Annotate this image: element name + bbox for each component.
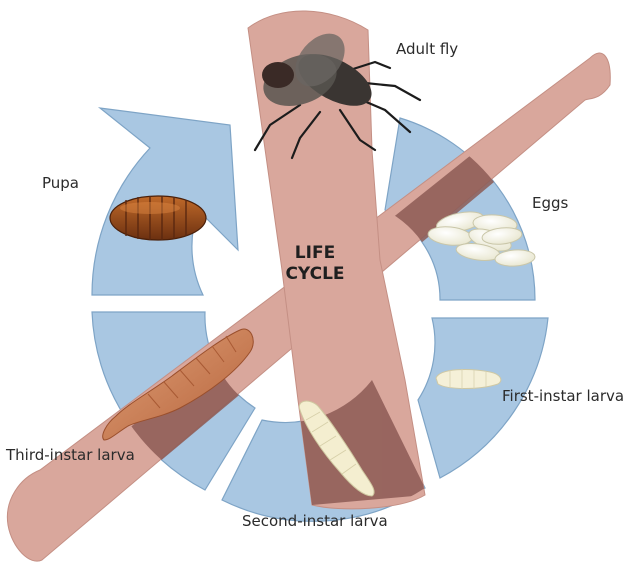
label-first-instar-larva: First-instar larva bbox=[502, 389, 624, 404]
label-adult-fly: Adult fly bbox=[396, 42, 458, 57]
center-title-line-2: CYCLE bbox=[255, 264, 375, 285]
label-pupa: Pupa bbox=[42, 176, 79, 191]
first-instar-larva-image bbox=[436, 369, 501, 389]
label-eggs: Eggs bbox=[532, 196, 568, 211]
label-third-instar-larva: Third-instar larva bbox=[6, 448, 135, 463]
center-title: LIFE CYCLE bbox=[255, 243, 375, 286]
center-title-line-1: LIFE bbox=[255, 243, 375, 264]
pupa-image bbox=[110, 196, 206, 240]
label-second-instar-larva: Second-instar larva bbox=[242, 514, 388, 529]
